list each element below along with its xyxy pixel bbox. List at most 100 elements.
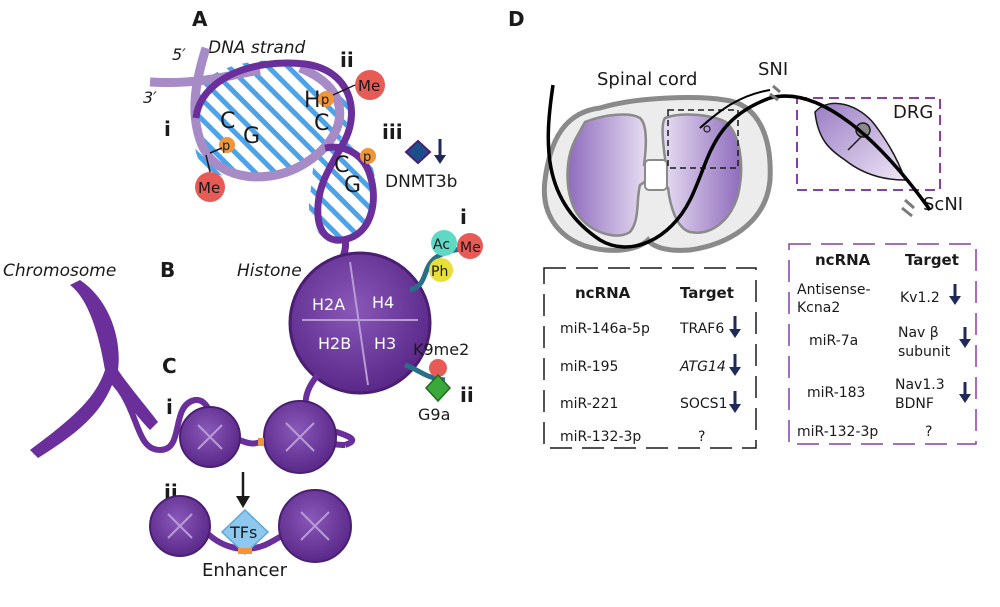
right-table-col1: ncRNA — [815, 251, 871, 269]
drg-ganglion — [814, 102, 907, 181]
right-row-3-target-l1: Nav1.3 — [895, 377, 945, 393]
left-table-frame — [543, 267, 757, 449]
dna-loop-bottom — [308, 139, 376, 241]
me1-stem — [205, 154, 211, 173]
enhancer-label: Enhancer — [202, 560, 288, 581]
down-arrow-head-icon — [949, 296, 961, 305]
left-row-4-target: ? — [698, 429, 705, 445]
right-row-1-ncrna-l2: Kcna2 — [797, 300, 840, 316]
left-row-1-target: TRAF6 — [679, 321, 724, 337]
methyl-2 — [355, 70, 385, 100]
histone-divider-v — [349, 261, 369, 386]
left-row-3-target: SOCS1 — [680, 396, 727, 412]
down-arrow-head-icon — [959, 394, 971, 403]
p2-label: p — [321, 93, 329, 108]
down-arrow-head-icon — [729, 404, 741, 413]
right-row-1-ncrna-l1: Antisense- — [797, 282, 871, 298]
left-row-2-target: ATG14 — [679, 359, 726, 375]
right-table-col2: Target — [905, 251, 959, 269]
ph-label: Ph — [431, 264, 448, 280]
left-table-col1: ncRNA — [575, 284, 631, 302]
h4-label: H4 — [372, 293, 394, 312]
h2a-label: H2A — [312, 295, 345, 314]
base-h: H — [304, 88, 321, 113]
me1-label: Me — [198, 179, 220, 197]
drg-neuron-axon — [847, 135, 863, 151]
acetyl-group — [431, 230, 457, 256]
chromosome-shape — [30, 280, 158, 458]
panel-b-roman-i: i — [460, 205, 467, 229]
spinal-cord-label: Spinal cord — [597, 69, 697, 90]
p1-label: p — [222, 139, 230, 154]
central-canal — [644, 159, 668, 191]
sni-injury-mark-icon — [769, 84, 781, 102]
g9a-diamond-icon — [424, 373, 452, 403]
drg-label: DRG — [893, 102, 933, 123]
tfs-label: TFs — [229, 523, 257, 542]
panel-b-roman-ii: ii — [460, 383, 474, 407]
grey-matter-left — [566, 113, 650, 237]
left-row-2-ncrna: miR-195 — [560, 359, 618, 375]
panel-a-roman-i: i — [164, 117, 171, 141]
left-row-1-ncrna: miR-146a-5p — [560, 321, 650, 337]
chromosome-label: Chromosome — [3, 261, 116, 281]
left-table-col2: Target — [680, 284, 734, 302]
panel-c-letter: C — [162, 354, 177, 378]
panel-a-roman-ii: ii — [340, 48, 354, 72]
right-table-frame — [788, 243, 977, 445]
dna-strand-label: DNA strand — [208, 38, 306, 58]
down-arrow-head-icon — [434, 155, 446, 164]
phosphate-2 — [318, 91, 334, 107]
right-row-1-target-l1: Kv1.2 — [900, 290, 940, 306]
down-arrow-head-icon — [959, 339, 971, 348]
scni-label: ScNI — [923, 194, 963, 215]
nucleosome-cross — [197, 424, 223, 450]
panel-a-roman-iii: iii — [382, 120, 403, 144]
right-row-2-ncrna-l1: miR-7a — [809, 333, 858, 349]
me1-link — [209, 147, 223, 154]
transition-arrow-head-icon — [236, 496, 250, 508]
down-arrow-head-icon — [729, 367, 741, 376]
right-row-2-target-l1: Nav β — [898, 325, 939, 341]
g9a-label: G9a — [418, 405, 450, 424]
k9me2-label: K9me2 — [413, 340, 469, 359]
panel-c-roman-i: i — [166, 395, 173, 419]
left-table-down-arrows — [729, 316, 741, 413]
right-row-4-target-l1: ? — [925, 424, 932, 440]
enhancer-mark-i — [258, 438, 264, 446]
h2b-label: H2B — [318, 334, 351, 353]
right-row-2-target-l2: subunit — [898, 344, 951, 360]
left-row-4-ncrna: miR-132-3p — [560, 429, 641, 445]
nucleosome-cross — [167, 513, 193, 539]
dna-strand-dark — [192, 59, 377, 244]
five-prime-label: 5′ — [172, 45, 186, 64]
down-arrow-head-icon — [729, 329, 741, 338]
nucleosome-cross — [285, 422, 315, 452]
right-row-4-ncrna-l1: miR-132-3p — [797, 424, 878, 440]
me2-link — [332, 84, 356, 96]
p3-label: p — [363, 150, 371, 165]
phosphate-3 — [360, 148, 376, 164]
base-g1: G — [243, 124, 260, 149]
dnmt3b-diamond-icon — [404, 139, 432, 165]
sciatic-nerve-path — [546, 84, 932, 249]
right-table-down-arrows — [949, 284, 971, 403]
k9me2-mark — [429, 359, 447, 377]
base-c2: C — [314, 111, 329, 136]
base-c1: C — [220, 109, 235, 134]
three-prime-label: 3′ — [143, 88, 157, 107]
me-label: Me — [460, 240, 481, 256]
afferent-fiber — [699, 89, 771, 129]
ac-label: Ac — [433, 237, 450, 253]
nucleosome-cross — [300, 511, 330, 541]
methyl-group — [457, 233, 483, 259]
histone-label: Histone — [237, 261, 302, 281]
me2-label: Me — [358, 77, 380, 95]
base-g2: G — [344, 173, 361, 198]
right-row-3-target-l2: BDNF — [895, 396, 934, 412]
panel-b-letter: B — [160, 258, 175, 282]
right-row-3-ncrna-l1: miR-183 — [807, 385, 865, 401]
histone-octamer — [288, 251, 432, 395]
